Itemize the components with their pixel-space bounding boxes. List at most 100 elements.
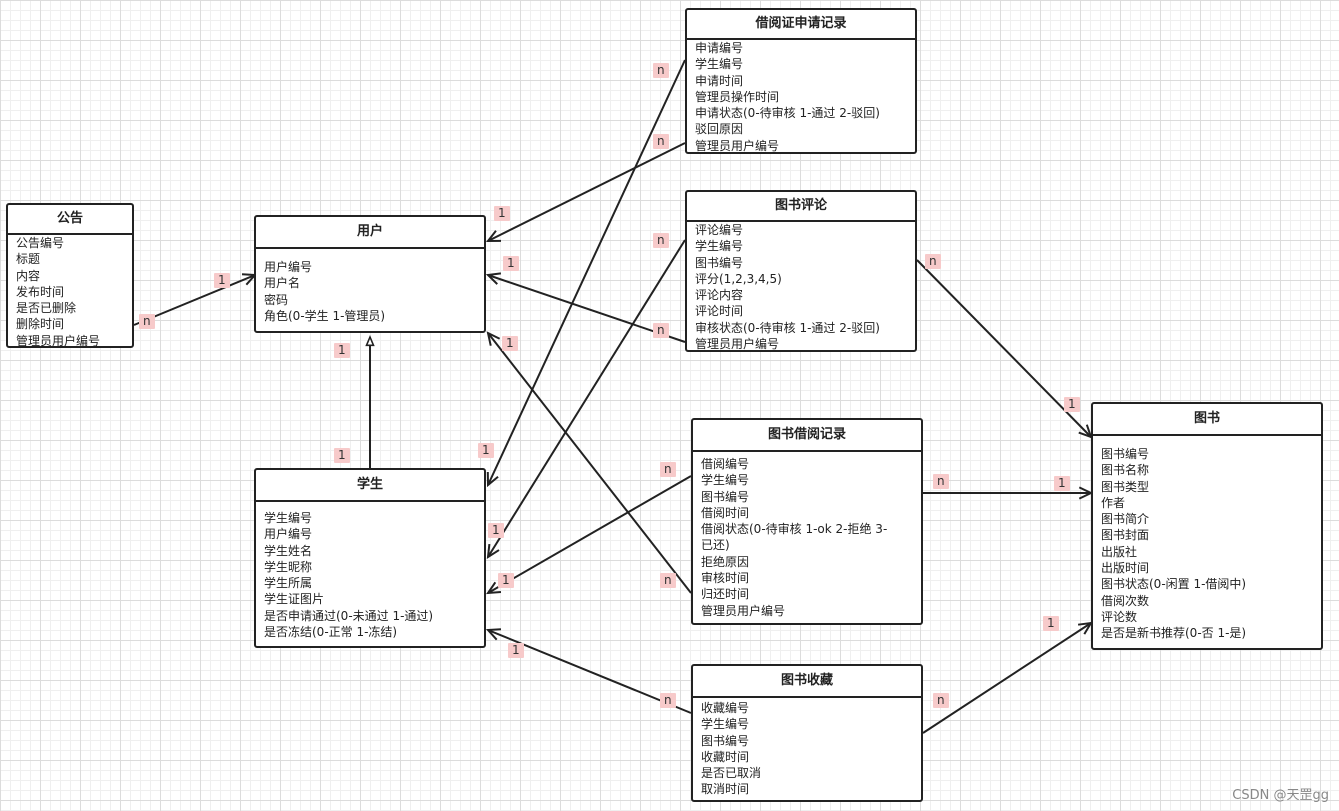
field: 评论内容	[695, 288, 744, 303]
edge-borrow-user	[486, 331, 692, 594]
field-list: 收藏编号 学生编号 图书编号 收藏时间 是否已取消 取消时间	[693, 698, 921, 798]
field: 图书编号	[701, 489, 750, 504]
field: 管理员用户编号	[695, 138, 780, 153]
cardinality-label: n	[653, 323, 669, 338]
entity-student[interactable]: 学生 学生编号 用户编号 学生姓名 学生昵称 学生所属 学生证图片 是否申请通过…	[254, 468, 486, 648]
field: 图书类型	[1101, 479, 1150, 494]
cardinality-label: 1	[503, 256, 519, 271]
entity-title: 图书评论	[687, 192, 915, 222]
cardinality-label: 1	[508, 643, 524, 658]
field: 管理员用户编号	[701, 603, 786, 618]
field: 借阅次数	[1101, 593, 1150, 608]
field: 收藏编号	[701, 701, 750, 715]
field: 是否冻结(0-正常 1-冻结)	[264, 625, 398, 640]
entity-title: 公告	[8, 205, 132, 235]
field: 内容	[16, 268, 41, 283]
watermark: CSDN @天罡gg	[1232, 788, 1329, 803]
field: 评论数	[1101, 609, 1138, 624]
entity-notice[interactable]: 公告 公告编号 标题 内容 发布时间 是否已删除 删除时间 管理员用户编号	[6, 203, 134, 348]
field: 图书名称	[1101, 463, 1150, 478]
field: 审核时间	[701, 571, 750, 586]
cardinality-label: n	[925, 254, 941, 269]
field: 学生姓名	[264, 543, 313, 558]
field: 取消时间	[701, 782, 750, 797]
field-list: 借阅编号 学生编号 图书编号 借阅时间 借阅状态(0-待审核 1-ok 2-拒绝…	[693, 452, 921, 619]
cardinality-label: 1	[488, 523, 504, 538]
cardinality-label: 1	[334, 343, 350, 358]
field: 评论编号	[695, 223, 744, 237]
field: 申请编号	[695, 41, 744, 55]
field-list: 公告编号 标题 内容 发布时间 是否已删除 删除时间 管理员用户编号	[8, 235, 132, 349]
cardinality-label: n	[653, 233, 669, 248]
edge-cardapply-student	[486, 59, 686, 488]
field: 学生昵称	[264, 559, 313, 574]
entity-book[interactable]: 图书 图书编号 图书名称 图书类型 作者 图书简介 图书封面 出版社 出版时间 …	[1091, 402, 1323, 650]
edge-borrow-student	[486, 475, 692, 595]
cardinality-label: 1	[1064, 397, 1080, 412]
field: 收藏时间	[701, 749, 750, 764]
edge-cardapply-user	[485, 142, 686, 243]
field: 标题	[16, 252, 41, 267]
field-list: 图书编号 图书名称 图书类型 作者 图书简介 图书封面 出版社 出版时间 图书状…	[1093, 436, 1321, 642]
cardinality-label: n	[933, 693, 949, 708]
field: 图书编号	[701, 733, 750, 748]
field: 学生编号	[264, 511, 313, 525]
field: 图书封面	[1101, 528, 1150, 543]
field-list: 学生编号 用户编号 学生姓名 学生昵称 学生所属 学生证图片 是否申请通过(0-…	[256, 502, 484, 640]
field: 公告编号	[16, 236, 65, 250]
field: 是否已取消	[701, 766, 762, 781]
field: 学生编号	[695, 239, 744, 254]
entity-borrow[interactable]: 图书借阅记录 借阅编号 学生编号 图书编号 借阅时间 借阅状态(0-待审核 1-…	[691, 418, 923, 625]
cardinality-label: 1	[502, 336, 518, 351]
field-list: 评论编号 学生编号 图书编号 评分(1,2,3,4,5) 评论内容 评论时间 审…	[687, 222, 915, 352]
field: 借阅状态(0-待审核 1-ok 2-拒绝 3-	[701, 522, 888, 537]
field: 学生编号	[701, 717, 750, 732]
field: 用户编号	[264, 260, 313, 274]
entity-favorite[interactable]: 图书收藏 收藏编号 学生编号 图书编号 收藏时间 是否已取消 取消时间	[691, 664, 923, 802]
field: 归还时间	[701, 587, 750, 602]
cardinality-label: n	[139, 314, 155, 329]
entity-review[interactable]: 图书评论 评论编号 学生编号 图书编号 评分(1,2,3,4,5) 评论内容 评…	[685, 190, 917, 352]
cardinality-label: 1	[478, 443, 494, 458]
cardinality-label: n	[653, 134, 669, 149]
field: 借阅编号	[701, 457, 750, 471]
field: 图书状态(0-闲置 1-借阅中)	[1101, 577, 1247, 592]
field: 出版时间	[1101, 561, 1150, 576]
edge-favorite-book	[922, 621, 1093, 734]
field: 发布时间	[16, 284, 65, 299]
entity-user[interactable]: 用户 用户编号 用户名 密码 角色(0-学生 1-管理员)	[254, 215, 486, 333]
field-list: 用户编号 用户名 密码 角色(0-学生 1-管理员)	[256, 249, 484, 324]
field: 管理员用户编号	[16, 333, 101, 348]
field: 审核状态(0-待审核 1-通过 2-驳回)	[695, 320, 880, 335]
field: 申请时间	[695, 73, 744, 88]
field: 出版社	[1101, 544, 1138, 559]
field: 驳回原因	[695, 122, 744, 137]
entity-title: 图书借阅记录	[693, 420, 921, 452]
field: 评论时间	[695, 304, 744, 319]
cardinality-label: 1	[334, 448, 350, 463]
field: 评分(1,2,3,4,5)	[695, 271, 782, 286]
cardinality-label: n	[660, 573, 676, 588]
cardinality-label: n	[933, 474, 949, 489]
field: 是否已删除	[16, 301, 77, 316]
field: 图书编号	[1101, 447, 1150, 461]
field: 角色(0-学生 1-管理员)	[264, 308, 386, 323]
cardinality-label: n	[660, 462, 676, 477]
field: 作者	[1101, 495, 1126, 510]
field: 管理员用户编号	[695, 337, 780, 352]
entity-title: 学生	[256, 470, 484, 502]
edge-review-student	[486, 239, 686, 559]
field: 学生编号	[695, 57, 744, 72]
edge-review-user	[485, 272, 686, 343]
cardinality-label: 1	[494, 206, 510, 221]
field: 拒绝原因	[701, 554, 750, 569]
cardinality-label: n	[653, 63, 669, 78]
entity-title: 借阅证申请记录	[687, 10, 915, 40]
cardinality-label: 1	[498, 573, 514, 588]
field: 学生证图片	[264, 592, 325, 607]
cardinality-label: n	[660, 693, 676, 708]
field: 是否申请通过(0-未通过 1-通过)	[264, 608, 434, 623]
entity-card-apply[interactable]: 借阅证申请记录 申请编号 学生编号 申请时间 管理员操作时间 申请状态(0-待审…	[685, 8, 917, 154]
field: 用户编号	[264, 527, 313, 542]
cardinality-label: 1	[214, 273, 230, 288]
